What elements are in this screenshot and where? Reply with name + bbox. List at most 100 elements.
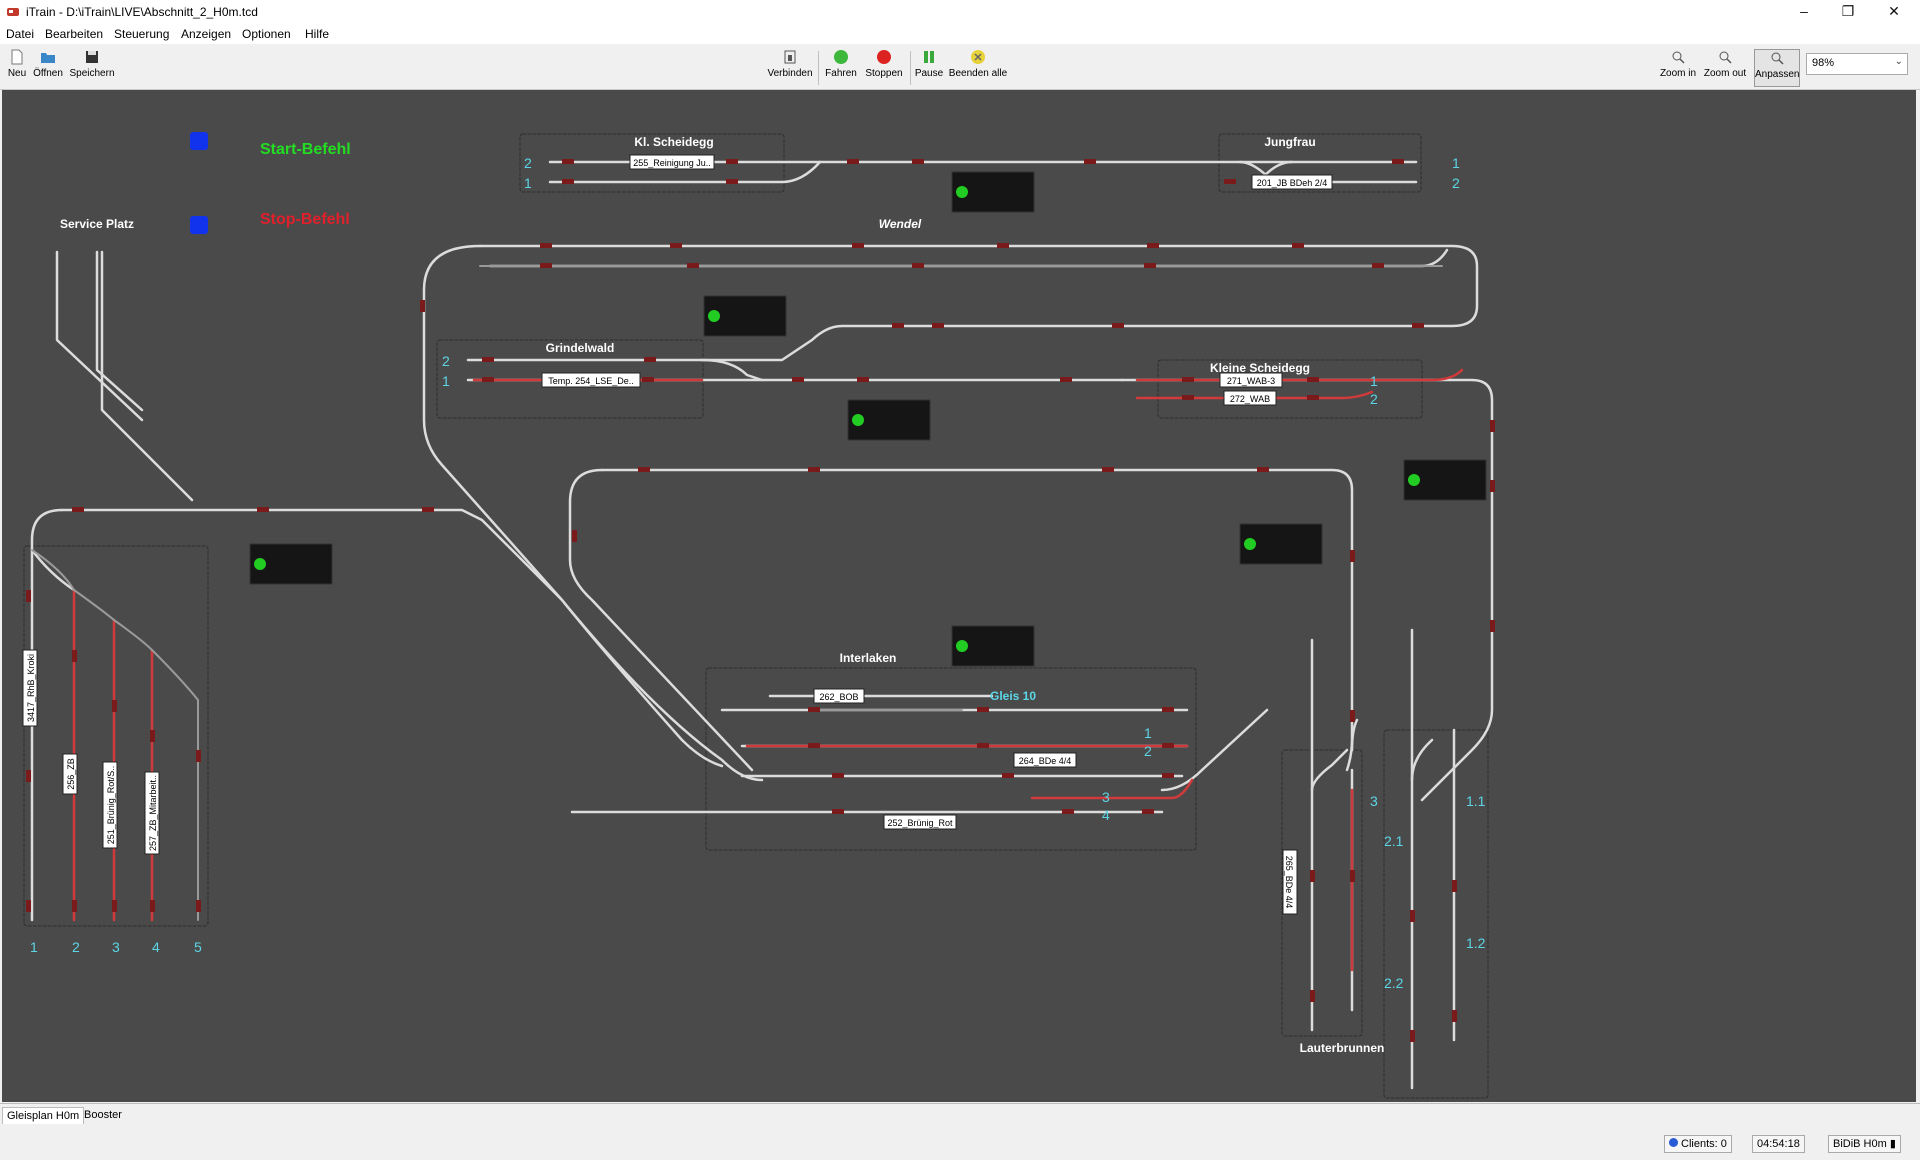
station-frame-jungfrau: [1218, 133, 1422, 193]
train-label: Temp. 254_LSE_De..: [548, 376, 634, 386]
station-label-kl-scheidegg: Kl. Scheidegg: [634, 135, 713, 149]
station-frame-kleine-scheidegg: [1157, 359, 1423, 419]
tab-gleisplan[interactable]: Gleisplan H0m: [2, 1107, 85, 1124]
station-frame-lauterbrunnen: [1281, 749, 1363, 1037]
new-button[interactable]: Neu: [4, 49, 30, 87]
tab-booster[interactable]: Booster: [84, 1109, 122, 1121]
zoom-level-value: 98%: [1812, 57, 1835, 69]
track-number: 1: [1452, 155, 1460, 171]
app-icon: [7, 8, 19, 16]
toolbar-separator: [910, 51, 911, 85]
train-262[interactable]: 262_BOB: [813, 688, 865, 704]
train-label: 255_Reinigung Ju..: [633, 158, 711, 168]
train-252[interactable]: 252_Brünig_Rot: [883, 814, 957, 830]
train-264[interactable]: 264_BDe 4/4: [1013, 752, 1077, 768]
save-button[interactable]: Speichern: [68, 49, 116, 87]
station-label-service: Service Platz: [60, 217, 134, 231]
zoom-out-icon: [1719, 51, 1732, 64]
track-number: 2: [442, 353, 450, 369]
close-button[interactable]: ✕: [1888, 3, 1900, 19]
track-number: 1.2: [1466, 935, 1486, 951]
track-number: 3: [112, 939, 120, 955]
stop-command-button[interactable]: [190, 216, 208, 234]
station-label-lauterbrunnen: Lauterbrunnen: [1300, 1041, 1385, 1055]
green-light-icon: [834, 50, 848, 64]
train-label: 272_WAB: [1230, 394, 1270, 404]
clients-status: Clients: 0: [1664, 1135, 1732, 1153]
fit-button[interactable]: Anpassen: [1754, 49, 1800, 87]
connect-button[interactable]: Verbinden: [766, 49, 814, 87]
block-markers: [26, 159, 1495, 1042]
train-271[interactable]: 271_WAB-3: [1219, 372, 1283, 388]
menu-datei[interactable]: Datei: [6, 27, 35, 41]
zoom-out-button[interactable]: Zoom out: [1702, 49, 1748, 87]
train-254[interactable]: Temp. 254_LSE_De..: [541, 372, 641, 388]
status-bar: Clients: 0 04:54:18 BiDiB H0m ▮: [0, 1128, 1920, 1160]
start-command-button[interactable]: [190, 132, 208, 150]
chevron-down-icon: ⌄: [1894, 56, 1903, 67]
track-number: 2: [1452, 175, 1460, 191]
train-label: 265_BDe 4/4: [1284, 856, 1294, 909]
train-256[interactable]: 256_ZB: [62, 753, 78, 795]
menu-hilfe[interactable]: Hilfe: [305, 27, 330, 41]
pause-button[interactable]: Pause: [914, 49, 944, 87]
track-number: 2.2: [1384, 975, 1404, 991]
train-label: 262_BOB: [819, 692, 858, 702]
menu-optionen[interactable]: Optionen: [242, 27, 291, 41]
bottom-tabs: Gleisplan H0m Booster: [0, 1103, 1920, 1126]
train-251[interactable]: 251_Brünig_Rot/S..: [102, 761, 118, 849]
train-label: 264_BDe 4/4: [1019, 756, 1072, 766]
train-255[interactable]: 255_Reinigung Ju..: [629, 154, 715, 170]
title-bar: iTrain - D:\iTrain\LIVE\Abschnitt_2_H0m.…: [0, 0, 1920, 25]
track-number: 2: [1370, 391, 1378, 407]
track-number: 1.1: [1466, 793, 1486, 809]
interface-icon: ▮: [1889, 1138, 1896, 1150]
track-number: 1: [1144, 725, 1152, 741]
track-number: 1: [1370, 373, 1378, 389]
station-label-wendel: Wendel: [879, 217, 922, 231]
train-label: 252_Brünig_Rot: [887, 818, 953, 828]
new-file-icon: [11, 49, 23, 65]
track-number: 2.1: [1384, 833, 1404, 849]
save-icon: [86, 51, 98, 63]
minimize-button[interactable]: –: [1800, 3, 1808, 19]
window-title: iTrain - D:\iTrain\LIVE\Abschnitt_2_H0m.…: [26, 5, 258, 19]
track-number: 1: [442, 373, 450, 389]
train-label: 257_ZB_Mitarbeit..: [148, 775, 158, 851]
open-button[interactable]: Öffnen: [32, 49, 64, 87]
train-201[interactable]: 201_JB BDeh 2/4: [1251, 174, 1333, 190]
interface-status: BiDiB H0m ▮: [1828, 1135, 1901, 1153]
occupied-tracks: [72, 368, 1464, 972]
train-257[interactable]: 257_ZB_Mitarbeit..: [144, 771, 160, 855]
track-number: 3: [1102, 789, 1110, 805]
open-folder-icon: [41, 53, 55, 63]
fit-icon: [1771, 52, 1784, 65]
menu-steuerung[interactable]: Steuerung: [114, 27, 170, 41]
train-label: 271_WAB-3: [1227, 376, 1275, 386]
train-265[interactable]: 265_BDe 4/4: [1282, 849, 1298, 915]
stop-button[interactable]: Stoppen: [862, 49, 906, 87]
toolbar: Neu Öffnen Speichern Verbinden Fahren St…: [0, 45, 1920, 90]
zoom-in-icon: [1672, 51, 1685, 64]
track-number: 5: [194, 939, 202, 955]
menu-bearbeiten[interactable]: Bearbeiten: [45, 27, 104, 41]
train-label: 201_JB BDeh 2/4: [1257, 178, 1328, 188]
connect-icon: [784, 50, 796, 64]
end-all-button[interactable]: Beenden alle: [948, 49, 1008, 87]
track-number: 1: [524, 175, 532, 191]
pause-icon: [924, 51, 934, 63]
station-label-kleine-scheidegg: Kleine Scheidegg: [1210, 361, 1310, 375]
menu-anzeigen[interactable]: Anzeigen: [181, 27, 232, 41]
maximize-button[interactable]: ❐: [1841, 3, 1855, 19]
train-272[interactable]: 272_WAB: [1223, 390, 1277, 406]
menu-bar: Datei Bearbeiten Steuerung Anzeigen Opti…: [0, 24, 1920, 44]
drive-button[interactable]: Fahren: [822, 49, 860, 87]
globe-icon: [1669, 1138, 1678, 1147]
sidings: [31, 265, 1443, 921]
zoom-level-select[interactable]: 98% ⌄: [1806, 53, 1908, 75]
train-3417[interactable]: 3417_RhB_Kroki: [22, 649, 38, 727]
zoom-in-button[interactable]: Zoom in: [1658, 49, 1698, 87]
track-number: 4: [1102, 807, 1110, 823]
